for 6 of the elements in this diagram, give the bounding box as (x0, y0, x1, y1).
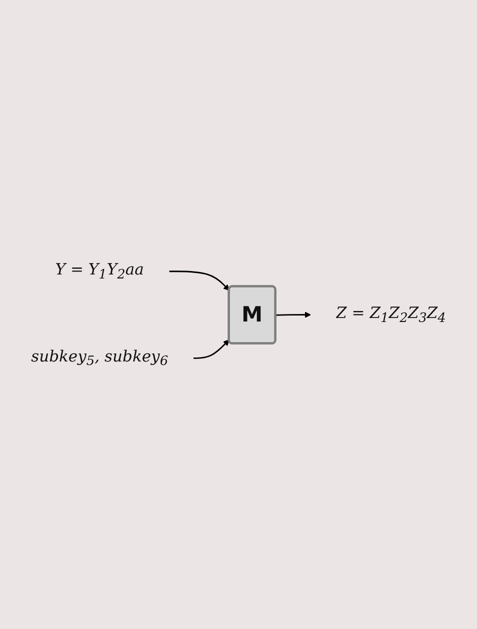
node-text: subkey$_{5}$, subkey$_{6}$ (31, 348, 168, 368)
node-text: Y = Y$_{1}$Y$_{2}$aa (55, 260, 144, 282)
arrow (194, 339, 230, 359)
arrow (276, 311, 311, 318)
node-text: Z = Z$_{1}$Z$_{2}$Z$_{3}$Z$_{4}$ (336, 304, 446, 326)
arrow (169, 270, 230, 290)
